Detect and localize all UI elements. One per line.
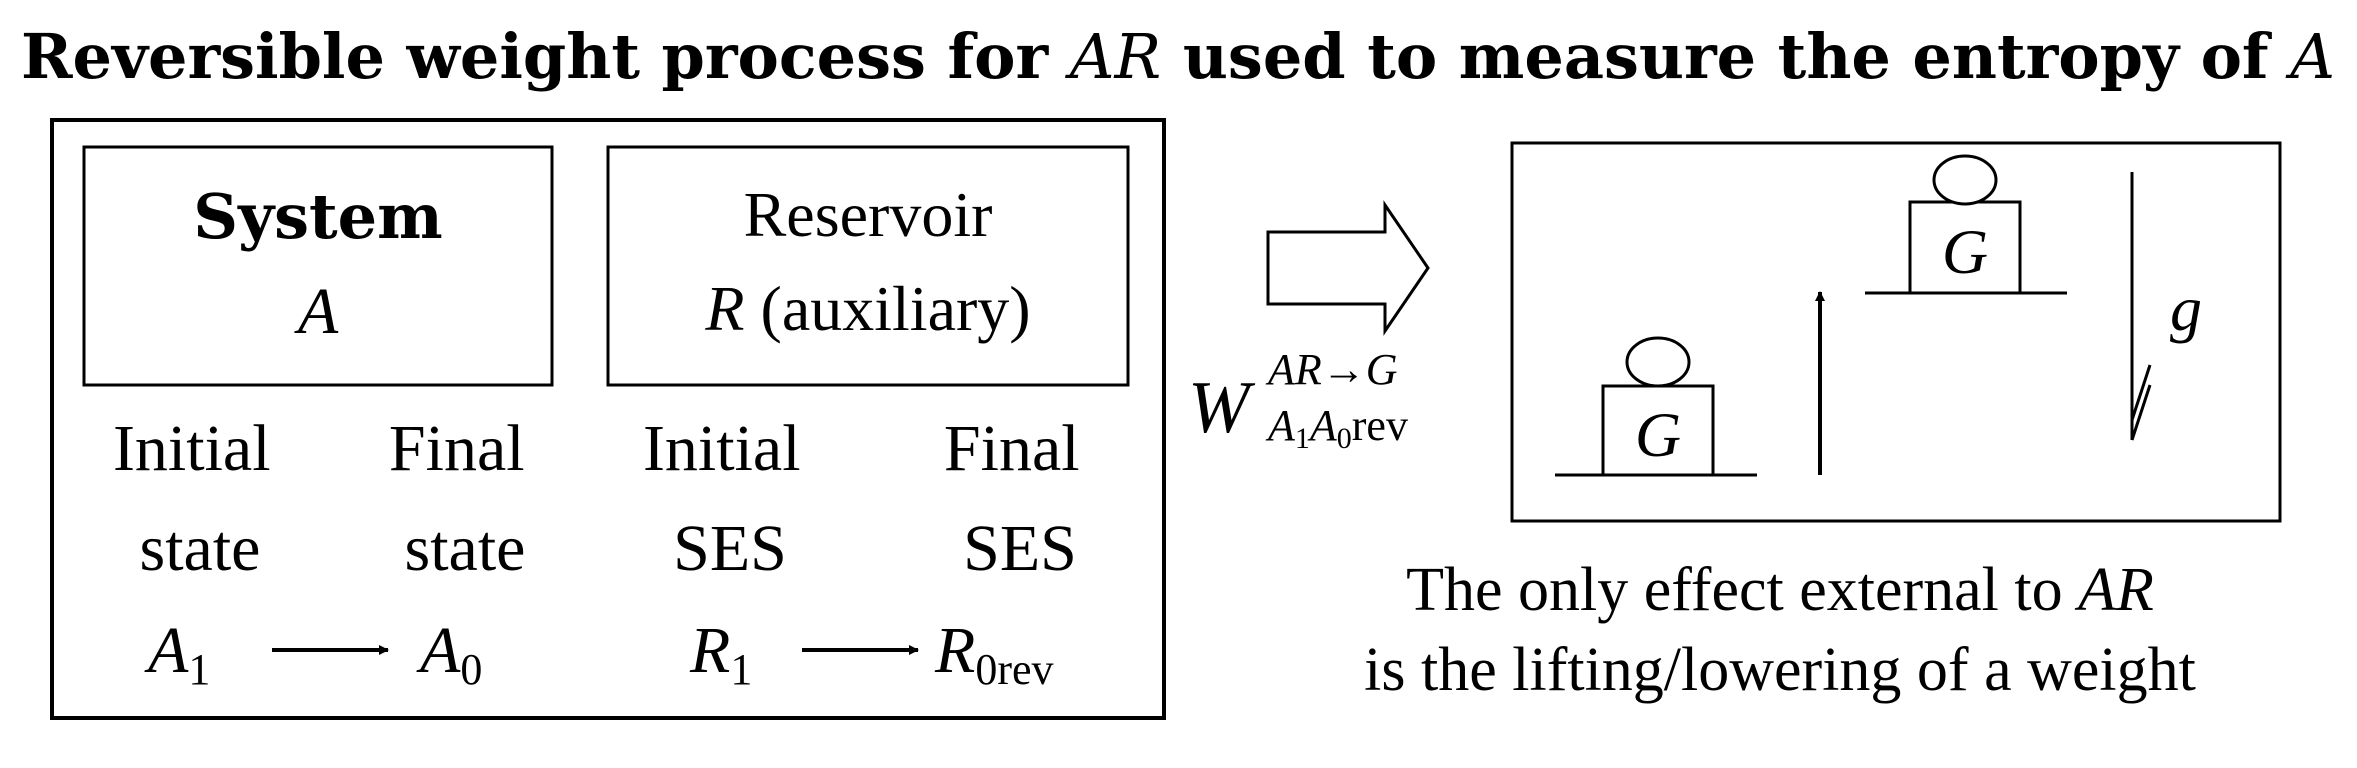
work-superscript: AR→G xyxy=(1265,345,1398,394)
caption-line-2: is the lifting/lowering of a weight xyxy=(1364,636,2196,704)
gravity-arrow xyxy=(2130,172,2152,441)
process-outer-box xyxy=(50,118,1166,720)
reservoir-heading: Reservoir xyxy=(744,179,993,250)
system-heading: System xyxy=(193,180,442,253)
system-variable: A xyxy=(294,275,339,348)
reservoir-box: Reservoir R (auxiliary) xyxy=(606,145,1130,387)
reservoir-final-symbol: R0rev xyxy=(934,614,1054,694)
column-label-initial-state: Initial state xyxy=(113,412,287,585)
column-label-final-ses: Final SES xyxy=(944,412,1096,585)
work-symbol: W AR→G A1A0rev xyxy=(1188,345,1408,455)
hollow-arrow-icon xyxy=(1266,200,1430,336)
weight-panel-box xyxy=(1510,141,2282,523)
column-label-initial-ses: Initial SES xyxy=(643,412,817,585)
svg-text:W: W xyxy=(1188,367,1256,449)
reservoir-variable-line: R (auxiliary) xyxy=(704,273,1030,344)
upper-weight-label: G xyxy=(1942,216,1988,287)
system-box: System A xyxy=(82,145,554,387)
caption-line-1: The only effect external to AR xyxy=(1406,556,2154,624)
work-subscript: A1A0rev xyxy=(1265,401,1408,455)
lower-weight: G xyxy=(1555,336,1757,477)
system-final-symbol: A0 xyxy=(416,614,482,694)
diagram-title: Reversible weight process for AR used to… xyxy=(21,20,2335,93)
column-label-final-state: Final state xyxy=(389,412,541,585)
upper-weight: G xyxy=(1865,154,2067,295)
gravity-label: g xyxy=(2170,273,2202,344)
lower-weight-label: G xyxy=(1635,399,1681,470)
reservoir-initial-symbol: R1 xyxy=(689,614,752,694)
system-initial-symbol: A1 xyxy=(144,614,210,694)
